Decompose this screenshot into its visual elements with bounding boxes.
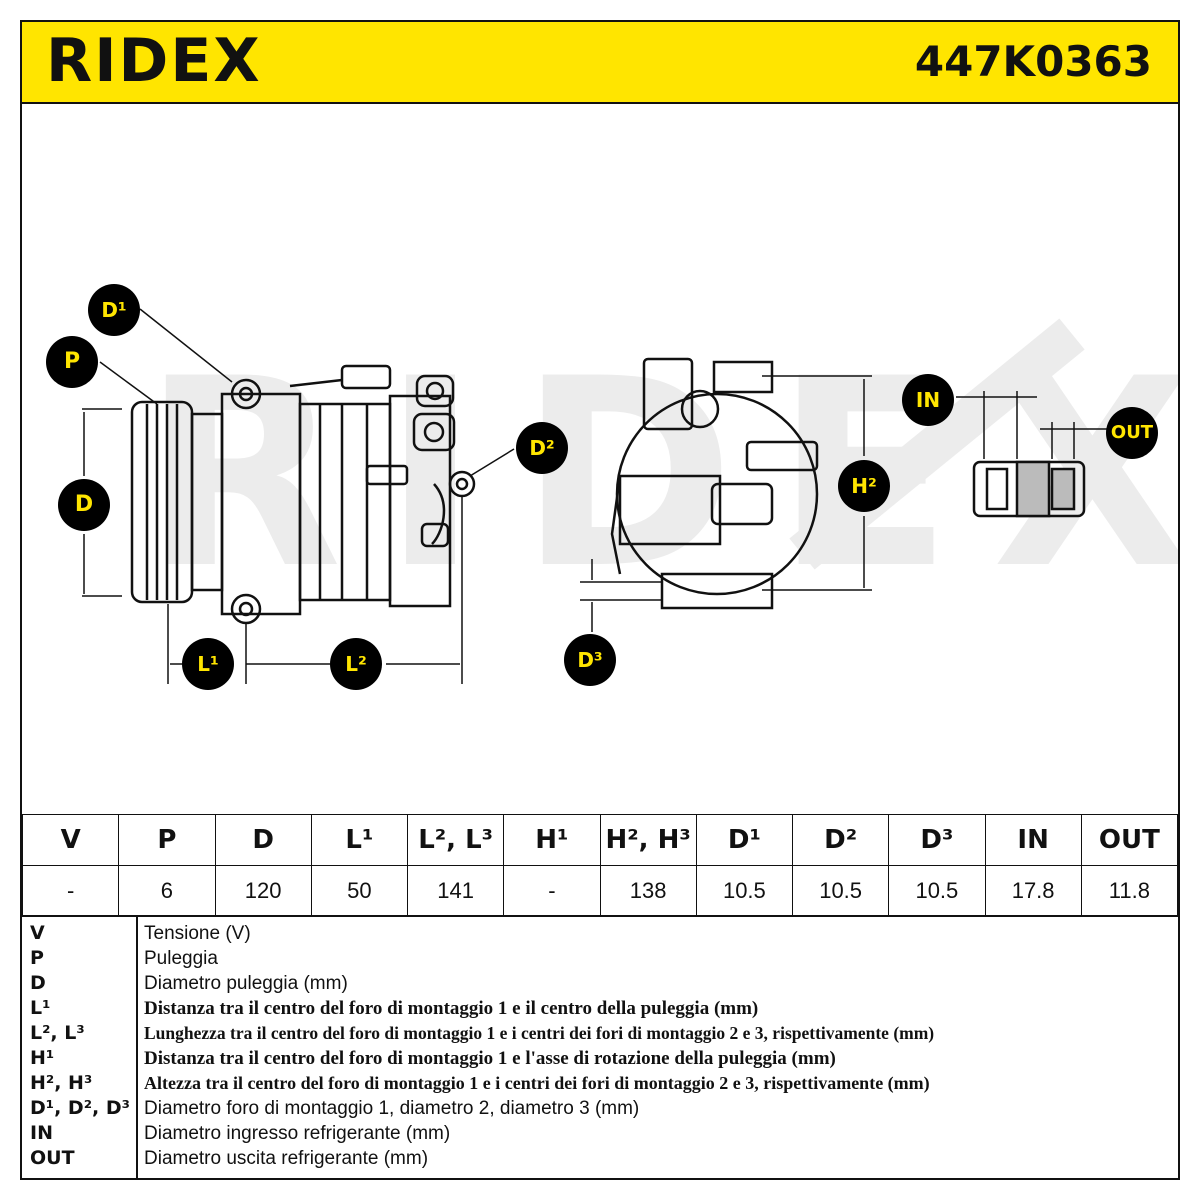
spec-col-in: IN — [984, 814, 1082, 866]
legend-divider — [136, 917, 138, 1180]
spec-val-d3: 10.5 — [888, 865, 986, 917]
legend-key: L², L³ — [30, 1022, 85, 1044]
legend-key: V — [30, 922, 45, 944]
legend-row: IN Diametro ingresso refrigerante (mm) — [22, 1121, 1178, 1146]
legend-key: H¹ — [30, 1047, 55, 1069]
legend-row: V Tensione (V) — [22, 921, 1178, 946]
callout-d1: D¹ — [88, 284, 140, 336]
spec-col-p: P — [118, 814, 216, 866]
legend-key: IN — [30, 1122, 53, 1144]
callout-h2: H² — [838, 460, 890, 512]
legend-text: Diametro foro di montaggio 1, diametro 2… — [144, 1098, 640, 1119]
spec-val-in: 17.8 — [984, 865, 1082, 917]
spec-val-v: - — [21, 865, 120, 917]
spec-col-v: V — [21, 814, 120, 866]
brand-logo: RIDEX — [46, 26, 262, 96]
spec-header-row: V P D L¹ L², L³ H¹ H², H³ D¹ D² D³ IN OU… — [21, 814, 1179, 866]
spec-col-h2-h3: H², H³ — [599, 814, 697, 866]
spec-col-l2-l3: L², L³ — [406, 814, 505, 866]
legend-row: H¹ Distanza tra il centro del foro di mo… — [22, 1046, 1178, 1071]
legend-row: OUT Diametro uscita refrigerante (mm) — [22, 1146, 1178, 1171]
legend-text: Altezza tra il centro del foro di montag… — [144, 1073, 930, 1093]
spec-col-l1: L¹ — [310, 814, 409, 866]
spec-col-d2: D² — [791, 814, 890, 866]
callout-in: IN — [902, 374, 954, 426]
legend-row: L², L³ Lunghezza tra il centro del foro … — [22, 1021, 1178, 1046]
legend-key: D¹, D², D³ — [30, 1097, 130, 1119]
spec-sheet: RIDEX 447K0363 RIDEX — [20, 20, 1180, 1180]
legend-text: Distanza tra il centro del foro di monta… — [144, 1048, 836, 1069]
callout-d2: D² — [516, 422, 568, 474]
header-bar: RIDEX 447K0363 — [22, 22, 1178, 104]
front-view — [580, 357, 872, 632]
legend-row: D Diametro puleggia (mm) — [22, 971, 1178, 996]
spec-val-l1: 50 — [310, 865, 409, 917]
compressor-drawing: RIDEX — [22, 104, 1178, 814]
legend-key: D — [30, 972, 46, 994]
side-view — [82, 308, 515, 684]
legend-row: L¹ Distanza tra il centro del foro di mo… — [22, 996, 1178, 1021]
callout-l1: L¹ — [182, 638, 234, 690]
spec-val-d2: 10.5 — [791, 865, 890, 917]
legend-row: P Puleggia — [22, 946, 1178, 971]
callout-d: D — [58, 479, 110, 531]
spec-col-d1: D¹ — [695, 814, 794, 866]
legend-text: Puleggia — [144, 948, 218, 969]
spec-val-h1: - — [503, 865, 601, 917]
callout-l2: L² — [330, 638, 382, 690]
spec-col-d: D — [214, 814, 312, 866]
spec-val-d1: 10.5 — [695, 865, 794, 917]
port-detail — [956, 391, 1112, 518]
legend-key: P — [30, 947, 44, 969]
spec-col-h1: H¹ — [503, 814, 601, 866]
spec-table: V P D L¹ L², L³ H¹ H², H³ D¹ D² D³ IN OU… — [21, 814, 1179, 917]
legend: V Tensione (V) P Puleggia D Diametro pul… — [22, 915, 1178, 1180]
spec-val-d: 120 — [214, 865, 312, 917]
legend-text: Diametro uscita refrigerante (mm) — [144, 1148, 429, 1169]
legend-key: OUT — [30, 1147, 75, 1169]
spec-val-l2-l3: 141 — [406, 865, 505, 917]
legend-key: L¹ — [30, 997, 51, 1019]
legend-text: Diametro puleggia (mm) — [144, 973, 348, 994]
technical-drawing: RIDEX — [82, 308, 1178, 684]
spec-val-h2-h3: 138 — [599, 865, 697, 917]
legend-key: H², H³ — [30, 1072, 93, 1094]
spec-val-p: 6 — [118, 865, 216, 917]
callout-p: P — [46, 336, 98, 388]
legend-text: Distanza tra il centro del foro di monta… — [144, 998, 759, 1019]
spec-val-out: 11.8 — [1080, 865, 1179, 917]
spec-col-d3: D³ — [888, 814, 986, 866]
callout-out: OUT — [1106, 407, 1158, 459]
legend-text: Diametro ingresso refrigerante (mm) — [144, 1123, 451, 1144]
spec-value-row: - 6 120 50 141 - 138 10.5 10.5 10.5 17.8… — [21, 865, 1179, 917]
legend-text: Tensione (V) — [144, 923, 251, 944]
callout-d3: D³ — [564, 634, 616, 686]
legend-row: D¹, D², D³ Diametro foro di montaggio 1,… — [22, 1096, 1178, 1121]
legend-row: H², H³ Altezza tra il centro del foro di… — [22, 1071, 1178, 1096]
spec-col-out: OUT — [1080, 814, 1179, 866]
part-number: 447K0363 — [914, 37, 1152, 86]
legend-text: Lunghezza tra il centro del foro di mont… — [144, 1023, 935, 1043]
